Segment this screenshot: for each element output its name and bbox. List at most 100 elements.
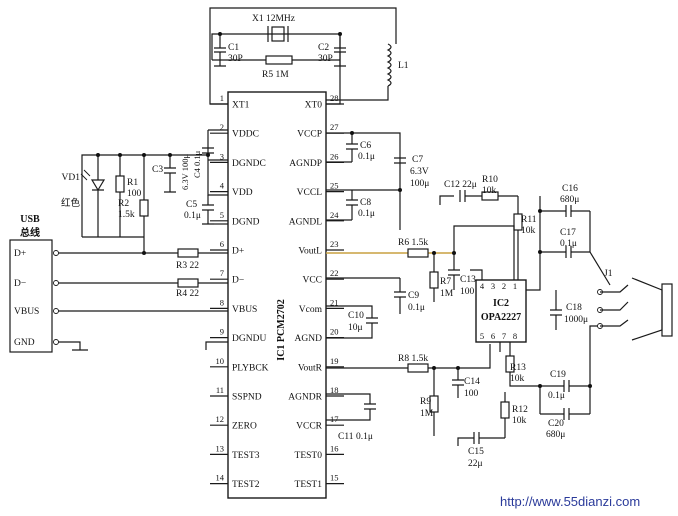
ic2-pin-number: 1 <box>513 281 517 291</box>
c19-value: 0.1μ <box>548 391 565 401</box>
ic1-pin-number: 2 <box>220 122 224 132</box>
c6-label: C6 <box>360 141 371 151</box>
ic2-pin-number: 8 <box>513 331 517 341</box>
r5-label: R5 1M <box>262 70 289 80</box>
c1-value: 30P <box>228 54 243 64</box>
r10-label: R10 <box>482 175 498 185</box>
ic2-pin-number: 2 <box>502 281 506 291</box>
r10-value: 10k <box>482 186 497 196</box>
c8-label: C8 <box>360 198 371 208</box>
ic1-pin-label: D− <box>232 276 244 286</box>
ic1-pin-number: 22 <box>330 268 339 278</box>
usb-title-cn: 总线 <box>20 226 40 239</box>
r1-resistor <box>115 175 125 193</box>
ic1-pin-label: PLYBCK <box>232 363 269 373</box>
c9-value: 0.1μ <box>408 303 425 313</box>
r4-resistor <box>177 278 199 288</box>
c20-value: 680μ <box>546 430 565 440</box>
c14-value: 100 <box>464 389 479 399</box>
ic1-pin-number: 25 <box>330 181 339 191</box>
c20-label: C20 <box>548 419 564 429</box>
ic1-pin-number: 17 <box>330 414 339 424</box>
x1-crystal <box>271 26 285 42</box>
l1-label: L1 <box>398 61 409 71</box>
c18-value: 1000μ <box>564 315 588 325</box>
ic1-pin-label: VDD <box>232 188 253 198</box>
ic1-pin-number: 27 <box>330 122 339 132</box>
r3-resistor <box>177 248 199 258</box>
c17-value: 0.1μ <box>560 239 577 249</box>
c18-label: C18 <box>566 303 582 313</box>
ic1-pin-number: 19 <box>330 356 339 366</box>
r13-resistor <box>505 355 515 373</box>
r11-resistor <box>513 213 523 231</box>
c10-value: 10μ <box>348 323 363 333</box>
r12-resistor <box>500 401 510 419</box>
ic1-pin-number: 26 <box>330 151 339 161</box>
j1-label: J1 <box>604 269 613 279</box>
ic1-pin-label: XT0 <box>305 101 323 111</box>
r13-value: 10k <box>510 374 525 384</box>
r1-value: 100 <box>127 189 142 199</box>
r8-label: R8 1.5k <box>398 354 428 364</box>
c4-label: C4 0.1μ <box>192 150 202 178</box>
c3-value: 6.3V 100μ <box>180 154 190 190</box>
c13-value: 100 <box>460 287 475 297</box>
j1-plug <box>661 283 673 337</box>
r8-resistor <box>407 363 429 373</box>
c7-voltage: 6.3V <box>410 167 429 177</box>
ic1-pin-label: VDDC <box>232 130 259 140</box>
ic1-pin-label: AGND <box>295 334 323 344</box>
r12-value: 10k <box>512 416 527 426</box>
r13-label: R13 <box>510 363 526 373</box>
ic1-pin-number: 18 <box>330 385 339 395</box>
c5-label: C5 <box>186 200 197 210</box>
c15-label: C15 <box>468 447 484 457</box>
c16-value: 680μ <box>560 195 579 205</box>
r6-label: R6 1.5k <box>398 238 428 248</box>
x1-label: X1 12MHz <box>252 14 295 24</box>
ic1-pin-number: 15 <box>330 473 339 483</box>
r9-label: R9 <box>420 397 431 407</box>
ic1-pin-number: 13 <box>216 443 225 453</box>
c13-label: C13 <box>460 275 476 285</box>
ic1-pin-label: XT1 <box>232 101 250 111</box>
ic2-name: IC2 <box>493 298 509 309</box>
c17-label: C17 <box>560 228 576 238</box>
ic1-pin-number: 24 <box>330 210 339 220</box>
r3-label: R3 22 <box>176 261 199 271</box>
ic1-pin-number: 14 <box>216 473 225 483</box>
ic1-pin-number: 4 <box>220 181 225 191</box>
ic2-pin-number: 3 <box>491 281 495 291</box>
ic1-pin-label: D+ <box>232 247 244 257</box>
r9-value: 1M <box>420 409 434 419</box>
ic1-pin-number: 12 <box>216 414 225 424</box>
c5-value: 0.1μ <box>184 211 201 221</box>
usb-title: USB <box>20 214 40 225</box>
ic1-pin-number: 9 <box>220 327 224 337</box>
r12-label: R12 <box>512 405 528 415</box>
ic2-pin-number: 4 <box>480 281 485 291</box>
j1-jack <box>631 277 663 341</box>
r5-resistor <box>265 55 293 65</box>
ic1-pin-label: AGNDR <box>288 393 322 403</box>
ic1-pin-label: VoutR <box>298 363 323 373</box>
c11-label: C11 <box>338 432 354 442</box>
r4-label: R4 22 <box>176 289 199 299</box>
ic2-pin-number: 7 <box>502 331 506 341</box>
ic1-pin-label: AGNDP <box>289 159 322 169</box>
c11-value: 0.1μ <box>356 432 373 442</box>
l1-inductor <box>386 43 392 87</box>
ic2-pin-number: 6 <box>491 331 495 341</box>
c19-label: C19 <box>550 370 566 380</box>
ic1-left-pins: 1XT12VDDC3DGNDC4VDD5DGND6D+7D−8VBUS9DGND… <box>210 93 269 490</box>
ic1-pin-number: 1 <box>220 93 224 103</box>
r11-value: 10k <box>521 226 536 236</box>
ic1-pin-number: 6 <box>220 239 224 249</box>
c1-label: C1 <box>228 43 239 53</box>
ic1-pin-number: 3 <box>220 151 224 161</box>
r7-label: R7 <box>440 277 451 287</box>
ic2-body <box>475 279 527 343</box>
vd1-color: 红色 <box>61 197 81 209</box>
